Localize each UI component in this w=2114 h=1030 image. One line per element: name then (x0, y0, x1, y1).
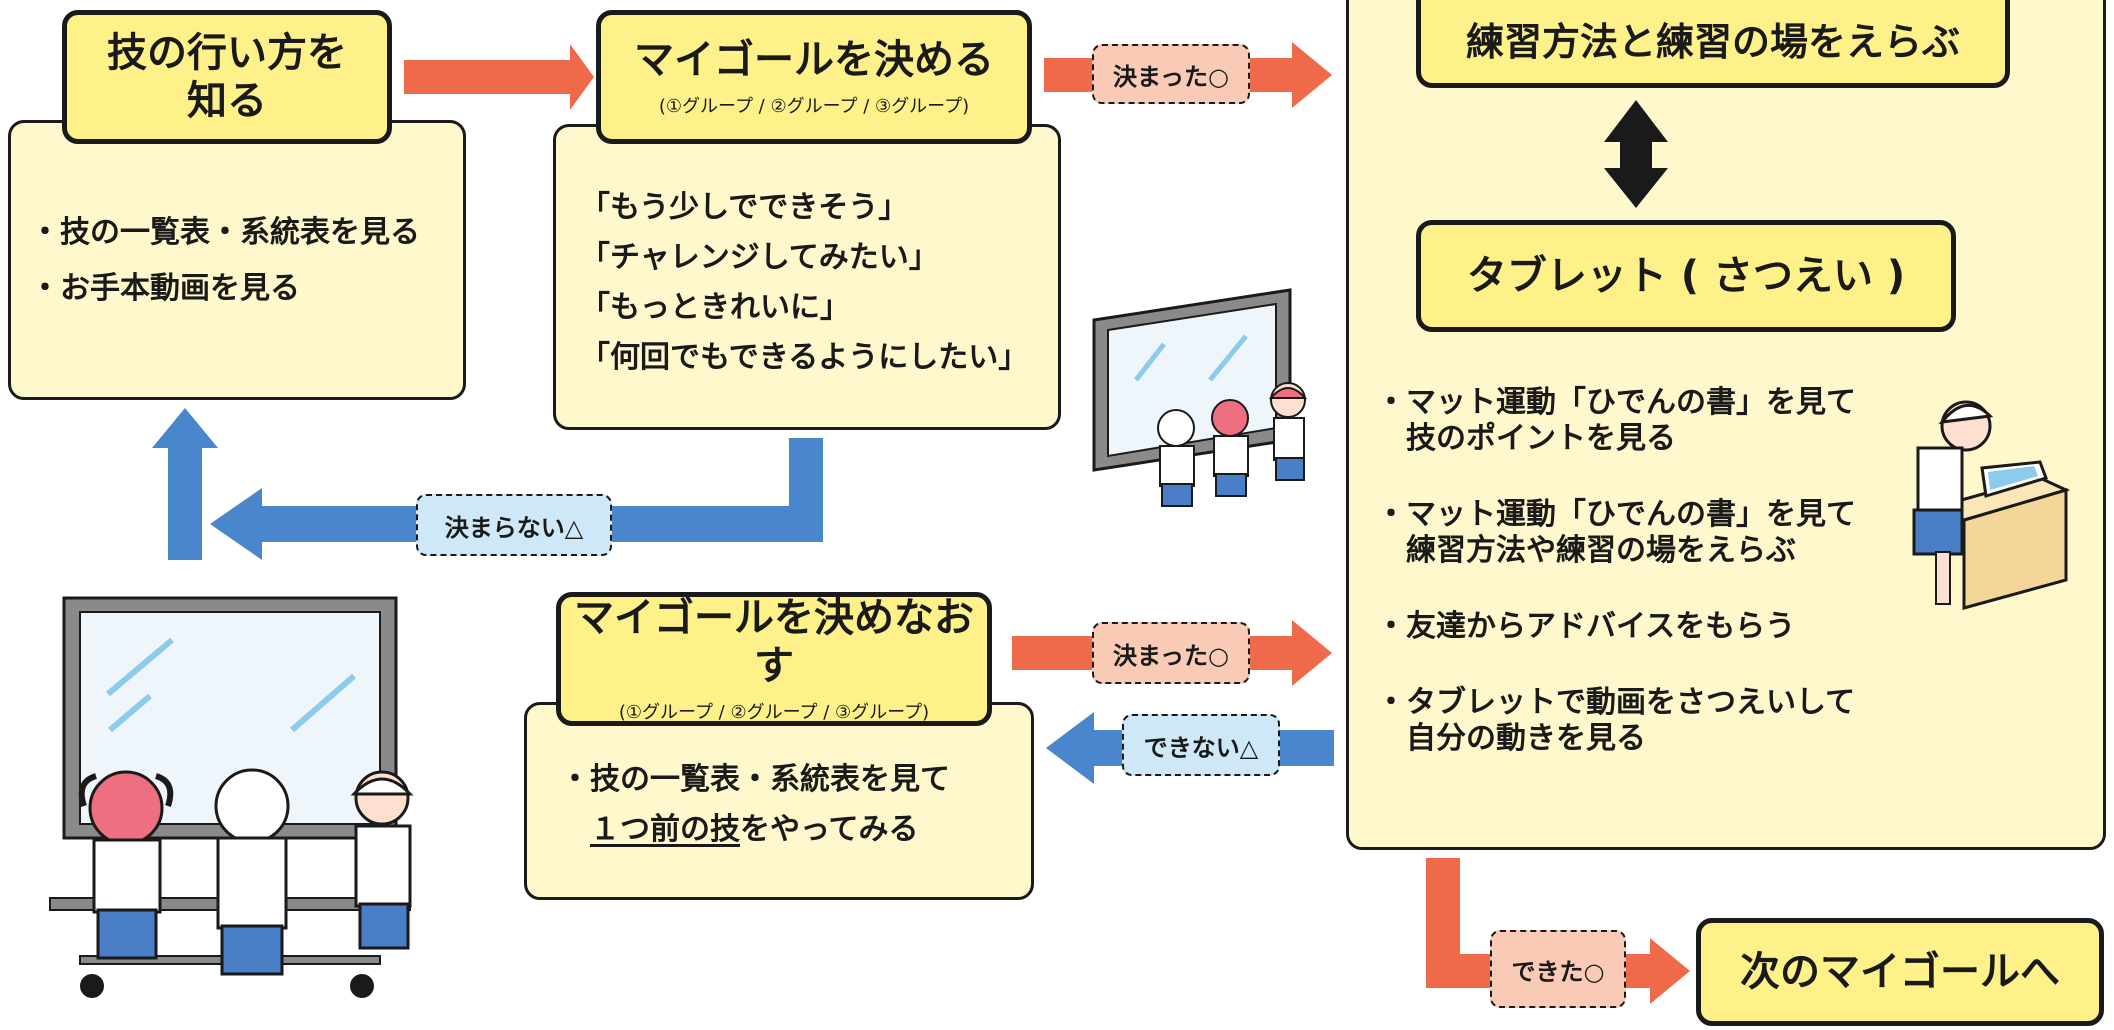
tv-screen-students-icon (49, 596, 414, 998)
quote-item: 「もう少しでできそう」 (580, 190, 909, 225)
list-item: ・マット運動「ひでんの書」を見て 技のポイントを見る (1376, 385, 1856, 456)
step2-panel (553, 124, 1061, 430)
practice-title-text: 練習方法と練習の場をえらぶ (1465, 20, 1960, 65)
tablet-title: タブレット ( さつえい ) (1466, 253, 1906, 299)
list-item: ・マット運動「ひでんの書」を見て 練習方法や練習の場をえらぶ (1376, 497, 1856, 568)
tv-screen-children-icon (1092, 288, 1308, 507)
list-item: ・友達からアドバイスをもらう (1376, 609, 1796, 644)
list-item: ・技の一覧表・系統表を見る (30, 215, 420, 250)
label-decided-2: 決まった○ (1092, 622, 1250, 684)
redo-text: ・技の一覧表・系統表を見て １つ前の技をやってみる (560, 762, 950, 848)
redo-title-text: マイゴールを決めなおす (574, 595, 974, 689)
redo-title: マイゴールを決めなおす (①グループ / ②グループ / ③グループ) (556, 592, 992, 726)
double-arrow-icon (1604, 100, 1668, 208)
label-done: できた○ (1490, 930, 1626, 1008)
practice-list: ・マット運動「ひでんの書」を見て 技のポイントを見る ・マット運動「ひでんの書」… (1376, 385, 1856, 757)
student-with-tablet-icon (1912, 400, 2071, 610)
step1-title: 技の行い方を 知る (62, 10, 392, 144)
list-item: ・お手本動画を見る (30, 271, 300, 306)
step1-title-line1: 技の行い方を (107, 30, 347, 76)
redo-rest: をやってみる (740, 812, 919, 847)
step2-title: マイゴールを決める (①グループ / ②グループ / ③グループ) (596, 10, 1032, 144)
step1-title-line2: 知る (187, 78, 267, 124)
list-item: ・タブレットで動画をさつえいして 自分の動きを見る (1376, 685, 1856, 756)
redo-line1: ・技の一覧表・系統表を見て (560, 762, 950, 797)
practice-title: 練習方法と練習の場をえらぶ (1416, 0, 2010, 88)
label-not-decided: 決まらない△ (416, 494, 612, 556)
redo-underlined: １つ前の技 (590, 812, 740, 847)
step1-panel (8, 120, 466, 400)
quote-item: 「何回でもできるようにしたい」 (580, 340, 1029, 375)
step1-list: ・技の一覧表・系統表を見る ・お手本動画を見る (30, 215, 420, 307)
arrow-step1-to-step2 (404, 44, 594, 110)
next-goal-box: 次のマイゴールへ (1696, 918, 2104, 1026)
label-decided-1: 決まった○ (1092, 44, 1250, 104)
quote-item: 「チャレンジしてみたい」 (580, 240, 939, 275)
redo-panel (524, 702, 1034, 900)
quote-item: 「もっときれいに」 (580, 290, 850, 325)
redo-groups: (①グループ / ②グループ / ③グループ) (618, 702, 930, 723)
step2-quotes: 「もう少しでできそう」 「チャレンジしてみたい」 「もっときれいに」 「何回でも… (580, 190, 1028, 376)
redo-line2: １つ前の技をやってみる (560, 812, 950, 848)
step2-groups: (①グループ / ②グループ / ③グループ) (658, 96, 970, 117)
step2-title-text: マイゴールを決める (634, 37, 994, 83)
next-goal-title: 次のマイゴールへ (1740, 949, 2060, 995)
tablet-box: タブレット ( さつえい ) (1416, 220, 1956, 332)
label-cannot: できない△ (1122, 714, 1280, 776)
